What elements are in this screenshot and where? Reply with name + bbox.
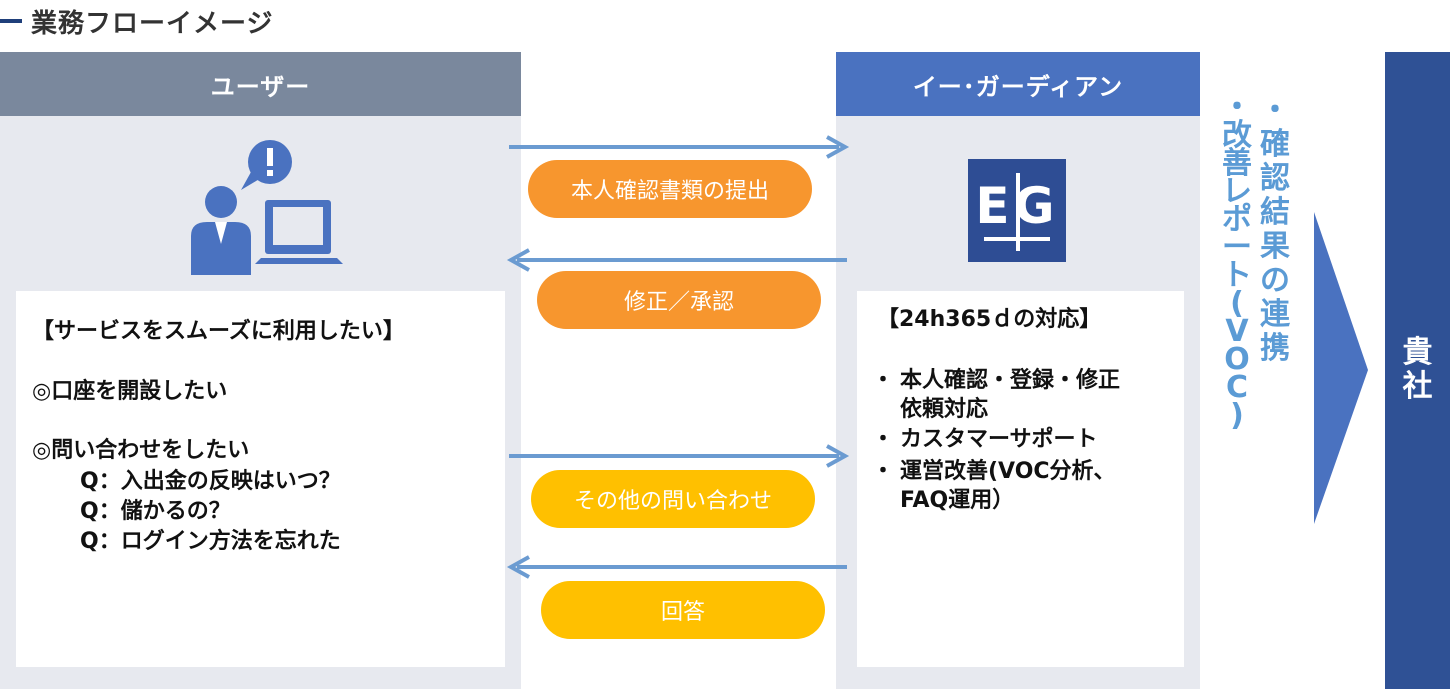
- flow-submit-documents: 本人確認書類の提出: [528, 160, 812, 218]
- bullet-mark: ・: [872, 368, 895, 393]
- service-item: カスタマーサポート: [900, 427, 1098, 452]
- service-item: FAQ運用）: [900, 488, 1015, 513]
- eguardian-service-box: [857, 291, 1184, 667]
- need-inquiry: ◎問い合わせをしたい: [32, 438, 250, 463]
- title-accent-bar: [0, 19, 22, 23]
- flow-fix-approve: 修正／承認: [537, 271, 821, 329]
- user-with-computer-icon: [191, 140, 343, 275]
- report-to-company-arrow: [1314, 212, 1368, 524]
- flow-other-inquiry: その他の問い合わせ: [531, 470, 815, 528]
- service-item: 本人確認・登録・修正: [900, 368, 1121, 393]
- question-2: Q：儲かるの？: [80, 499, 231, 524]
- service-item: 運営改善(VOC分析、: [900, 459, 1116, 484]
- user-needs-box: [16, 291, 505, 667]
- question-3: Q：ログイン方法を忘れた: [80, 529, 341, 554]
- arrowhead-right-1: [826, 135, 850, 159]
- service-item: 依頼対応: [900, 397, 989, 422]
- user-column-header: ユーザー: [0, 52, 521, 116]
- logo-base: [984, 237, 1050, 241]
- bullet-mark: ・: [872, 427, 895, 452]
- eg-logo: EG: [968, 159, 1066, 262]
- flow-arrows: [506, 135, 850, 579]
- bullet-mark: ・: [872, 459, 895, 484]
- eguardian-column-header: イー･ガーディアン: [836, 52, 1200, 116]
- arrowhead-left-1: [506, 248, 530, 272]
- report-link-results: ・ 確 認 結 果 の 連 携: [1260, 93, 1290, 366]
- arrowhead-right-2: [826, 444, 850, 468]
- arrowhead-left-2: [506, 555, 530, 579]
- page-title: 業務フローイメージ: [31, 9, 274, 39]
- eg-box-heading: 【24h365ｄの対応】: [877, 307, 1102, 332]
- flow-answer: 回答: [541, 581, 825, 639]
- report-improvement-voc: ・ 改 善 レ ポ ー ト ( V O C ): [1222, 90, 1252, 433]
- question-1: Q：入出金の反映はいつ？: [80, 469, 341, 494]
- logo-stem: [1016, 173, 1020, 251]
- user-box-heading: 【サービスをスムーズに利用したい】: [32, 319, 405, 344]
- logo-text: EG: [975, 177, 1059, 235]
- company-label: 貴 社: [1402, 335, 1433, 404]
- need-open-account: ◎口座を開設したい: [32, 379, 228, 404]
- company-column: [1385, 52, 1450, 689]
